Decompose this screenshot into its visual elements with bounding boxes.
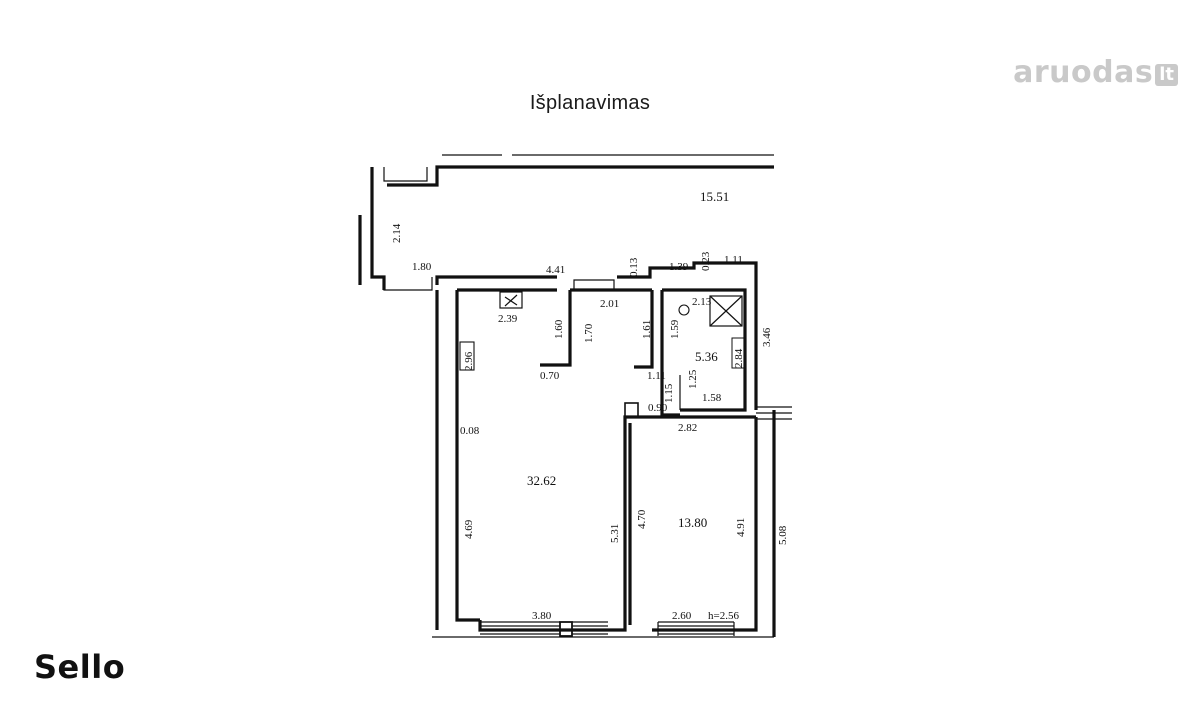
dim-2-39: 2.39 [498,313,518,325]
stove-icon [499,291,523,309]
windows [480,406,792,637]
dim-4-91: 4.91 [735,518,747,537]
area-bathroom: 5.36 [695,349,718,364]
dim-0-90: 0.90 [648,402,668,414]
area-corridor: 15.51 [700,189,729,204]
dim-2-60: 2.60 [672,610,692,622]
page-title: Išplanavimas [529,92,651,114]
toilet-icon [678,304,690,316]
dim-2-84: 2.84 [733,348,745,368]
dim-0-13: 0.13 [628,257,640,277]
dim-1-61: 1.61 [641,320,653,339]
dim-1-39: 1.39 [669,261,689,273]
floor-plan-svg: 15.51 32.62 5.36 13.80 1.80 4.41 1.39 1.… [312,125,812,705]
dim-0-70: 0.70 [540,370,560,382]
dim-0-08: 0.08 [460,425,480,437]
area-main-room: 32.62 [527,473,556,488]
dim-1-58: 1.58 [702,392,722,404]
dim-2-14: 2.14 [391,223,403,243]
kitchen-counter [459,341,475,371]
brand-logo: Sello [34,648,126,686]
plan-paper [312,125,812,705]
dim-0-23: 0.23 [700,251,712,271]
dim-1-11-top: 1.11 [724,254,743,266]
dim-1-59: 1.59 [669,319,681,339]
dim-2-13: 2.13 [692,296,712,308]
dim-5-31: 5.31 [609,524,621,543]
dim-5-08: 5.08 [777,525,789,545]
bedroom-walls [624,402,758,632]
dim-4-70: 4.70 [636,509,648,529]
corridor-walls [358,154,774,410]
dim-1-60: 1.60 [553,319,565,339]
dim-2-96: 2.96 [463,351,475,371]
dim-4-69: 4.69 [463,519,475,539]
watermark-name: aruodas [1013,55,1154,90]
shower-tray [709,295,743,327]
aruodas-watermark: aruodas lt [1013,48,1178,88]
dim-1-15: 1.15 [663,383,675,403]
bathroom-sink [731,337,745,369]
bathroom-walls [660,288,747,417]
ceiling-height: h=2.56 [708,610,739,622]
dim-1-11-mid: 1.11 [647,370,666,382]
watermark-tld: lt [1155,64,1178,86]
dim-3-46: 3.46 [761,327,773,347]
floor-plan: 15.51 32.62 5.36 13.80 1.80 4.41 1.39 1.… [312,125,812,705]
dim-2-01: 2.01 [600,298,619,310]
dim-2-82: 2.82 [678,422,697,434]
column [624,402,639,418]
dim-1-25: 1.25 [687,369,699,389]
area-bedroom: 13.80 [678,515,707,530]
dim-1-70: 1.70 [583,323,595,343]
dim-4-41: 4.41 [546,264,565,276]
dim-1-80: 1.80 [412,261,432,273]
dim-3-80: 3.80 [532,610,552,622]
west-outer-wall [432,288,776,638]
